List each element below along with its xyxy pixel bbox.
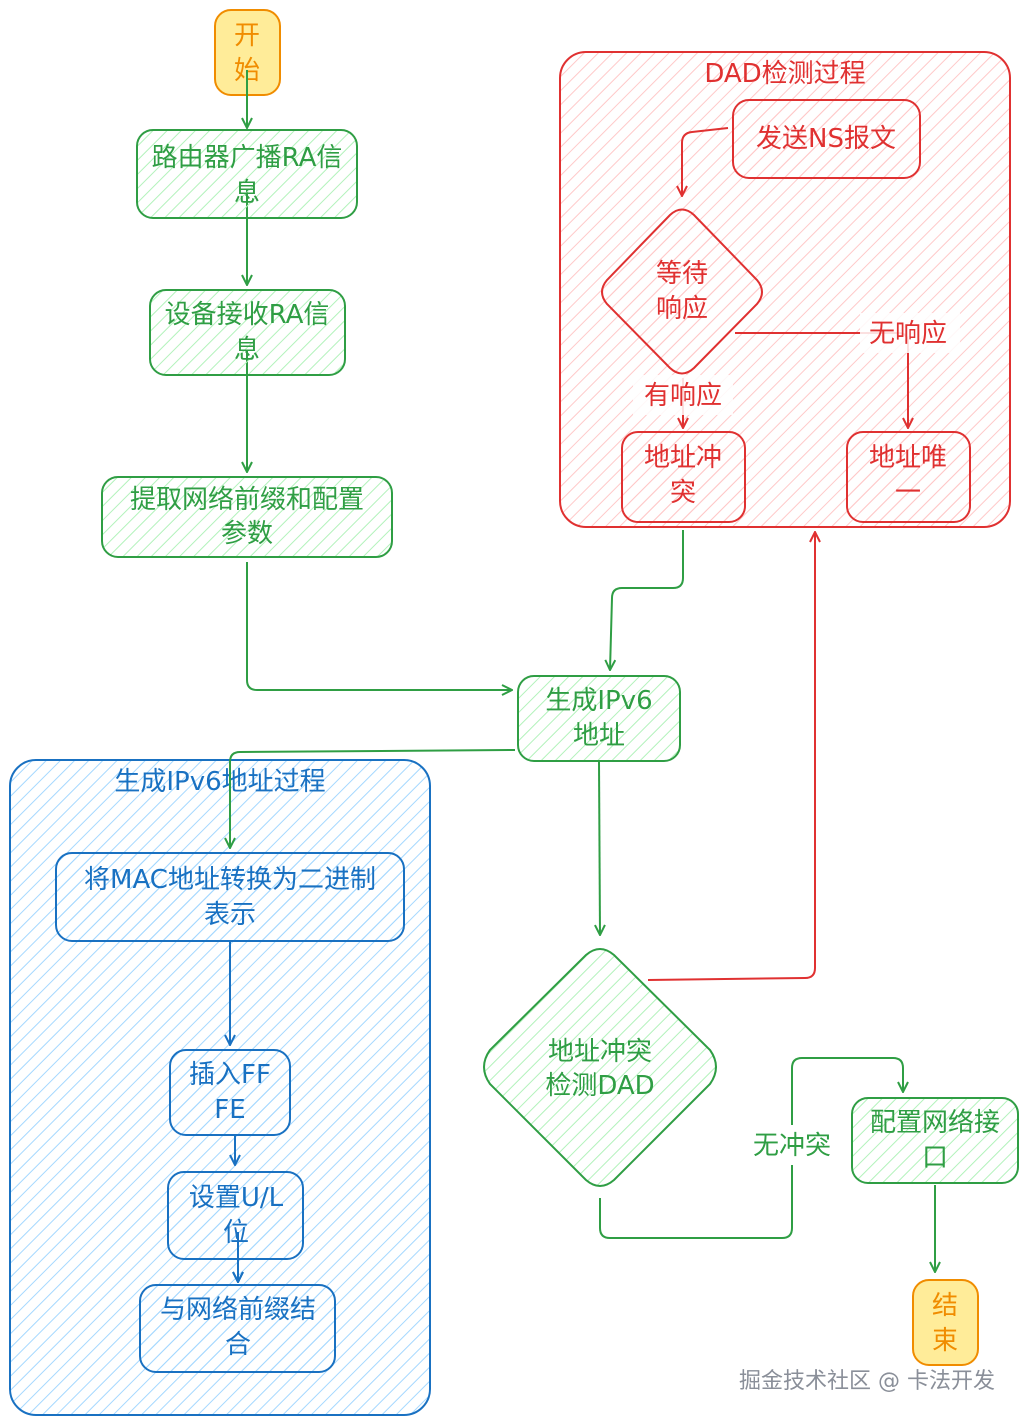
edge-send-ns-to-wait bbox=[682, 127, 729, 196]
svg-text:地址唯: 地址唯 bbox=[869, 443, 947, 473]
edge-label-has-response: 有响应 bbox=[644, 381, 722, 411]
address-unique-node: 地址唯 一 bbox=[846, 431, 971, 523]
generate-ipv6-node: 生成IPv6 地址 bbox=[517, 675, 681, 762]
wait-response-node: 等待 响应 bbox=[601, 208, 763, 375]
edge-conflict-to-generate bbox=[610, 530, 684, 670]
svg-text:合: 合 bbox=[225, 1330, 251, 1360]
svg-text:开: 开 bbox=[234, 21, 260, 51]
combine-prefix-node: 与网络前缀结 合 bbox=[139, 1284, 336, 1373]
svg-text:一: 一 bbox=[895, 478, 921, 508]
svg-text:发送NS报文: 发送NS报文 bbox=[756, 124, 896, 154]
svg-text:息: 息 bbox=[234, 335, 260, 365]
svg-text:参数: 参数 bbox=[221, 519, 273, 549]
mac-to-binary-node: 将MAC地址转换为二进制 表示 bbox=[55, 852, 405, 942]
svg-text:FE: FE bbox=[214, 1095, 245, 1125]
ra-broadcast-node: 路由器广播RA信 息 bbox=[136, 129, 358, 219]
svg-text:响应: 响应 bbox=[656, 294, 708, 324]
edge-generate-to-dad-check bbox=[599, 761, 600, 935]
svg-text:生成IPv6: 生成IPv6 bbox=[545, 686, 652, 716]
svg-text:设备接收RA信: 设备接收RA信 bbox=[165, 300, 330, 330]
dad-check-node: 地址冲突 检测DAD bbox=[483, 948, 717, 1187]
edge-generate-to-mac bbox=[230, 749, 516, 848]
ipv6-process-title: 生成IPv6地址过程 bbox=[114, 767, 325, 797]
address-conflict-node: 地址冲 突 bbox=[621, 431, 746, 523]
svg-text:口: 口 bbox=[922, 1143, 948, 1173]
svg-text:束: 束 bbox=[932, 1326, 958, 1356]
svg-text:检测DAD: 检测DAD bbox=[545, 1071, 654, 1101]
svg-text:设置U/L: 设置U/L bbox=[189, 1183, 284, 1213]
svg-text:地址冲突: 地址冲突 bbox=[548, 1037, 652, 1067]
edge-labels: 有响应 无响应 无冲突 bbox=[633, 313, 960, 1165]
edge-label-no-conflict: 无冲突 bbox=[753, 1131, 831, 1161]
svg-text:等待: 等待 bbox=[656, 259, 708, 289]
svg-text:提取网络前缀和配置: 提取网络前缀和配置 bbox=[130, 485, 364, 515]
svg-text:突: 突 bbox=[670, 478, 696, 508]
svg-text:地址冲: 地址冲 bbox=[644, 443, 722, 473]
ra-receive-node: 设备接收RA信 息 bbox=[149, 289, 346, 376]
set-ul-bit-node: 设置U/L 位 bbox=[167, 1171, 304, 1260]
extract-prefix-node: 提取网络前缀和配置 参数 bbox=[101, 476, 393, 558]
svg-text:地址: 地址 bbox=[573, 721, 625, 751]
svg-text:结: 结 bbox=[932, 1291, 958, 1321]
svg-text:插入FF: 插入FF bbox=[189, 1060, 271, 1090]
edge-extract-to-generate bbox=[246, 562, 512, 690]
configure-interface-node: 配置网络接 口 bbox=[851, 1097, 1019, 1184]
svg-text:表示: 表示 bbox=[204, 900, 256, 930]
svg-text:位: 位 bbox=[223, 1218, 249, 1248]
send-ns-node: 发送NS报文 bbox=[732, 99, 921, 179]
edge-dad-check-to-dad-group bbox=[647, 532, 815, 981]
svg-text:息: 息 bbox=[234, 178, 260, 208]
watermark: 掘金技术社区 @ 卡法开发 bbox=[739, 1369, 995, 1394]
svg-text:配置网络接: 配置网络接 bbox=[870, 1108, 1000, 1138]
svg-text:与网络前缀结: 与网络前缀结 bbox=[160, 1295, 316, 1325]
end-node: 结 束 bbox=[912, 1279, 979, 1366]
dad-process-title: DAD检测过程 bbox=[704, 59, 865, 89]
edge-label-no-response: 无响应 bbox=[869, 319, 947, 349]
insert-fffe-node: 插入FF FE bbox=[169, 1049, 291, 1136]
svg-text:将MAC地址转换为二进制: 将MAC地址转换为二进制 bbox=[84, 865, 376, 895]
svg-text:路由器广播RA信: 路由器广播RA信 bbox=[152, 143, 343, 173]
